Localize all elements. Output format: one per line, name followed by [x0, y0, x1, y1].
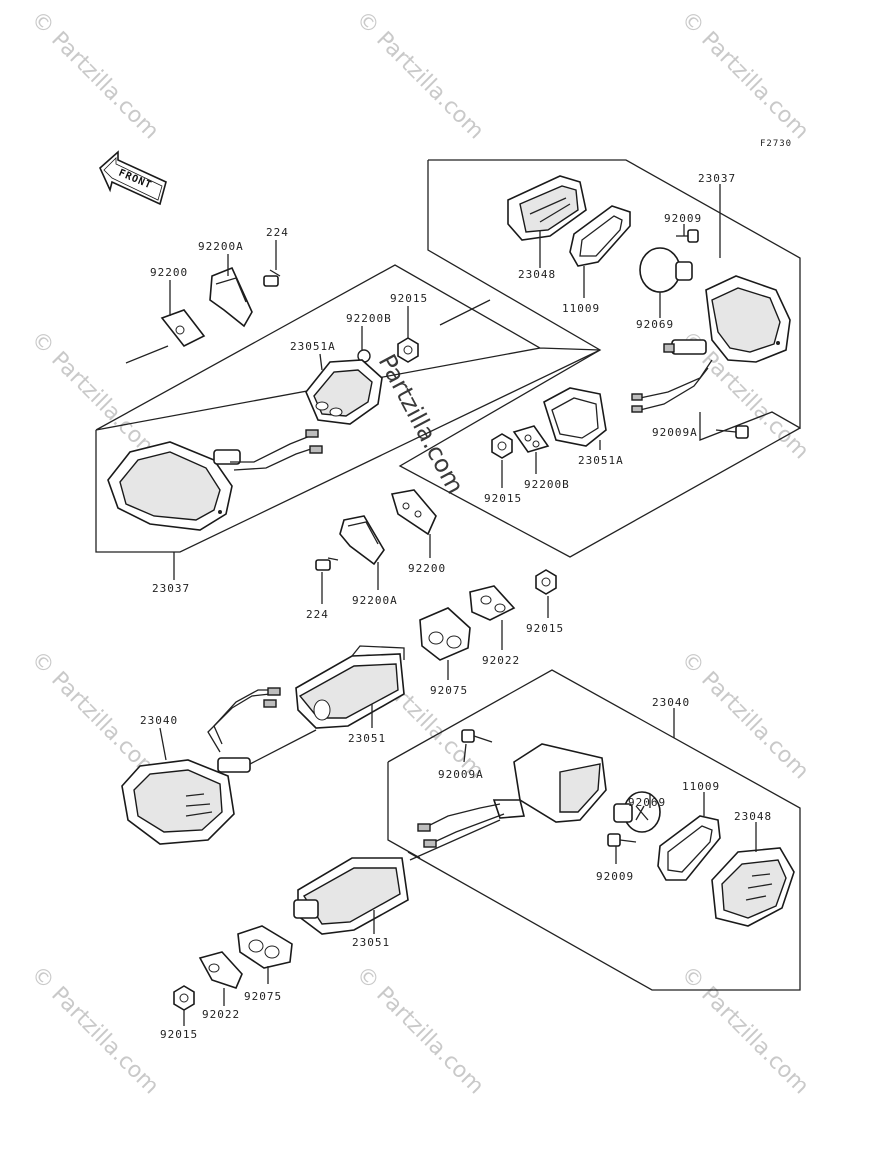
plate-92022-low: [198, 951, 243, 989]
mount-23051A-right: [543, 387, 607, 447]
housing-23037-right: [631, 275, 791, 413]
watermark: © Partzilla.com: [26, 962, 164, 1100]
part-label: 11009: [562, 302, 600, 315]
part-label: 92200B: [524, 478, 570, 491]
part-label: 92009A: [652, 426, 698, 439]
gasket-11009-low: [657, 815, 721, 881]
part-label: 224: [266, 226, 289, 239]
bracket-92200A-mid: [339, 515, 385, 566]
stay-23051-mid: [295, 645, 405, 729]
part-label: 23040: [652, 696, 690, 709]
part-label: 92015: [526, 622, 564, 635]
watermark: © Partzilla.com: [26, 7, 164, 145]
bulb-92069-upper: [639, 247, 693, 293]
lens-23048-low: [711, 847, 795, 927]
watermark: © Partzilla.com: [351, 962, 489, 1100]
part-label: 92022: [482, 654, 520, 667]
plate-92022-mid: [469, 585, 516, 621]
part-label: 92200B: [346, 312, 392, 325]
part-label: 23048: [518, 268, 556, 281]
part-label: 92069: [636, 318, 674, 331]
screw-224-mid: [315, 557, 339, 571]
part-label: 92200A: [198, 240, 244, 253]
grommet-92075-low: [237, 925, 293, 969]
part-label: 23051A: [290, 340, 336, 353]
watermark: © Partzilla.com: [676, 962, 814, 1100]
part-label: 92022: [202, 1008, 240, 1021]
leader-lines: [159, 184, 757, 1026]
part-label: 23048: [734, 810, 772, 823]
part-label: 92015: [484, 492, 522, 505]
part-label: 224: [306, 608, 329, 621]
bracket-92200-upper: [160, 309, 206, 348]
watermark: © Partzilla.com: [26, 327, 164, 465]
part-label: 92200A: [352, 594, 398, 607]
mount-23051A-upper: [305, 359, 383, 425]
part-label: 92015: [390, 292, 428, 305]
part-label: 92009: [596, 870, 634, 883]
figure-code: F2730: [760, 139, 792, 149]
watermark: © Partzilla.com: [676, 647, 814, 785]
part-label: 92200: [150, 266, 188, 279]
part-label: 92009: [664, 212, 702, 225]
screw-92009A-right: [715, 425, 749, 439]
gasket-11009-upper: [569, 205, 631, 267]
housing-23037-left: [107, 429, 323, 531]
part-label: 23037: [698, 172, 736, 185]
grommet-92075-mid: [419, 607, 471, 661]
nut-92015-mid: [491, 433, 513, 459]
part-label: 23051: [352, 936, 390, 949]
screw-92009-upper: [676, 229, 699, 243]
part-label: 23037: [152, 582, 190, 595]
screw-92009A-low: [461, 729, 493, 743]
screw-92009-low: [607, 833, 637, 847]
upper-parts: [107, 175, 791, 531]
housing-23040-left: [121, 687, 317, 845]
bracket-92200A-upper: [209, 266, 253, 328]
housing-23040-right: [409, 743, 607, 861]
front-arrow-icon: FRONT: [99, 150, 167, 206]
part-labels: 23037 92009 23048 11009 92069 92200A 224…: [140, 172, 772, 1041]
stay-23051-low: [293, 857, 409, 935]
part-label: 92200: [408, 562, 446, 575]
nut-92015-right: [535, 569, 557, 595]
lens-23048-upper: [507, 175, 587, 241]
screw-224-upper: [263, 269, 281, 287]
part-label: 92075: [430, 684, 468, 697]
lower-parts: [173, 729, 795, 1011]
part-label: 92075: [244, 990, 282, 1003]
part-label: 92015: [160, 1028, 198, 1041]
watermark: © Partzilla.com: [351, 7, 489, 145]
bulb-92069-low: [613, 791, 661, 833]
part-label: 92069: [628, 796, 666, 809]
nut-92015-low: [173, 985, 195, 1011]
part-label: 23051A: [578, 454, 624, 467]
nut-92015-upper: [397, 337, 419, 363]
watermark-layer: © Partzilla.com © Partzilla.com © Partzi…: [26, 7, 814, 1100]
part-label: 11009: [682, 780, 720, 793]
part-label: 23040: [140, 714, 178, 727]
bracket-92200-mid: [390, 489, 437, 536]
part-label: 23051: [348, 732, 386, 745]
part-label: 92009A: [438, 768, 484, 781]
middle-parts: [121, 489, 557, 845]
plate-92200B-mid: [512, 425, 550, 453]
watermark: © Partzilla.com: [676, 7, 814, 145]
center-watermark: Partzilla.com: [373, 350, 470, 499]
